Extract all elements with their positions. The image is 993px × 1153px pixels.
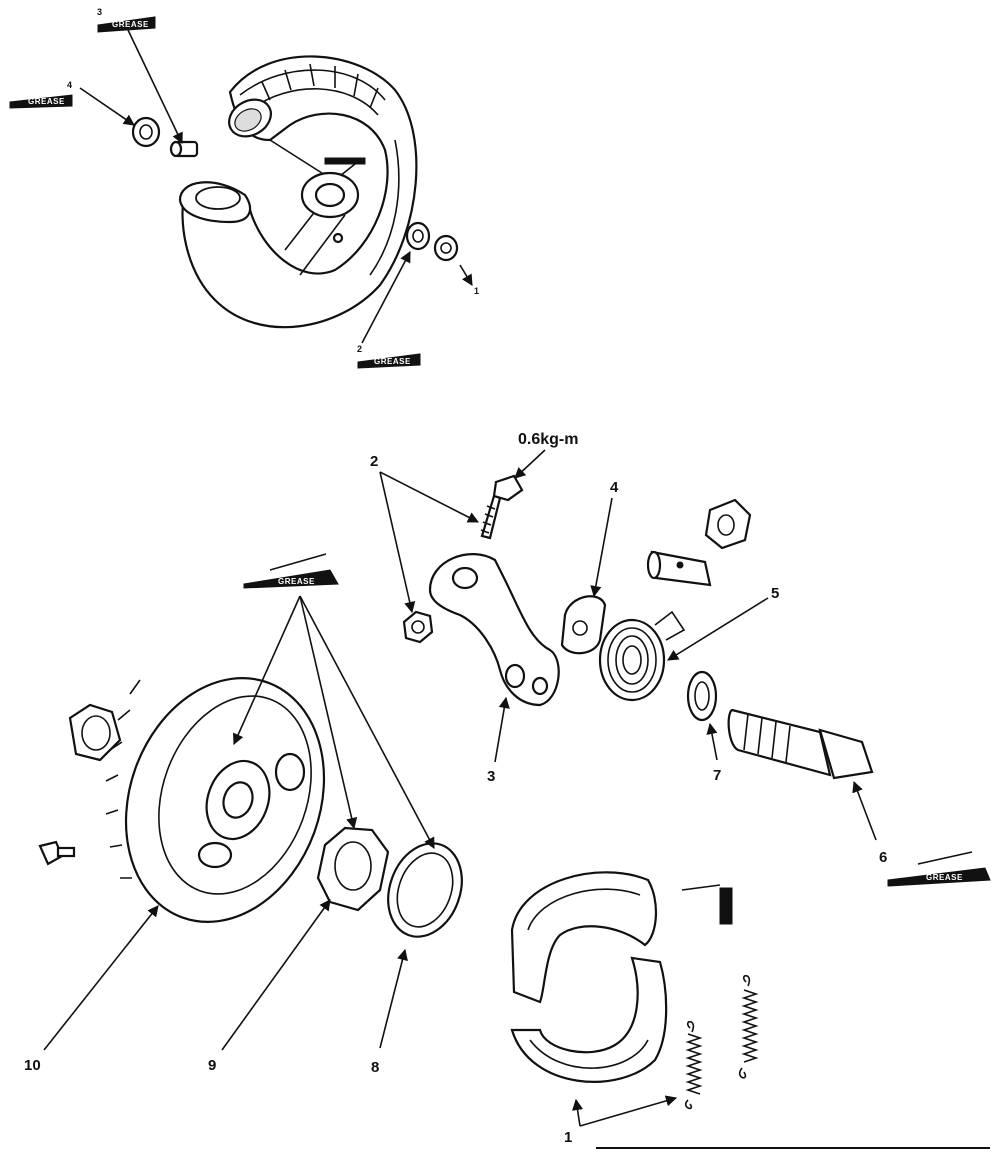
panel-bolt [40, 842, 74, 864]
callout-label: 9 [208, 1057, 216, 1074]
seal-1 [435, 236, 457, 260]
callout-label: 3 [97, 7, 102, 17]
grease-tag-label: GREASE [278, 577, 315, 586]
callout-label: 4 [610, 479, 619, 496]
brake-arm-nut [404, 612, 432, 642]
brake-arm-bolt [481, 476, 522, 538]
dust-seal [688, 672, 716, 720]
brake-arm [430, 554, 559, 705]
grease-tag-label: GREASE [926, 873, 963, 882]
torque-spec: 0.6kg-m [518, 431, 578, 448]
return-spring [600, 612, 684, 700]
spacer-3 [171, 142, 197, 156]
callout-label: 10 [24, 1057, 41, 1074]
callout-label: 5 [771, 585, 779, 602]
grease-tag-label: GREASE [112, 20, 149, 29]
seal-ring [376, 833, 475, 947]
callout-label: 4 [67, 80, 72, 90]
brake-panel [93, 650, 357, 950]
grease-tag-label: GREASE [28, 97, 65, 106]
brake-shoe-upper [512, 872, 656, 1002]
callout-label: 3 [487, 768, 495, 785]
callout-label: 7 [713, 767, 721, 784]
bearing-4 [133, 118, 159, 146]
grease-tag-top-3: GREASE [98, 17, 155, 32]
shoe-spring-2 [740, 976, 756, 1078]
bearing-2 [407, 223, 429, 249]
wheel-assembly: GREASE GREASE GREASE 3 4 1 2 [10, 7, 479, 368]
cam-nut [706, 500, 750, 548]
grease-tag-right: GREASE [888, 852, 990, 886]
grease-tag-top-4: GREASE [10, 95, 72, 108]
callout-label: 1 [474, 286, 479, 296]
axle-collar [70, 705, 120, 760]
brake-assembly: 0.6kg-m [24, 431, 990, 1148]
grease-tag-top-2: GREASE [358, 354, 420, 368]
grease-tag-label: GREASE [374, 357, 411, 366]
callout-label: 2 [357, 344, 362, 354]
cam-sleeve [648, 552, 710, 585]
shoe-spring-1 [686, 1022, 700, 1109]
wear-indicator [562, 596, 605, 653]
grease-brush-icon [682, 885, 732, 924]
callout-label: 1 [564, 1129, 572, 1146]
callout-label: 2 [370, 453, 378, 470]
hub-nut [318, 828, 388, 910]
callout-label: 8 [371, 1059, 379, 1076]
callout-label: 6 [879, 849, 887, 866]
brake-cam [729, 710, 872, 778]
grease-tag-left: GREASE [244, 554, 338, 588]
